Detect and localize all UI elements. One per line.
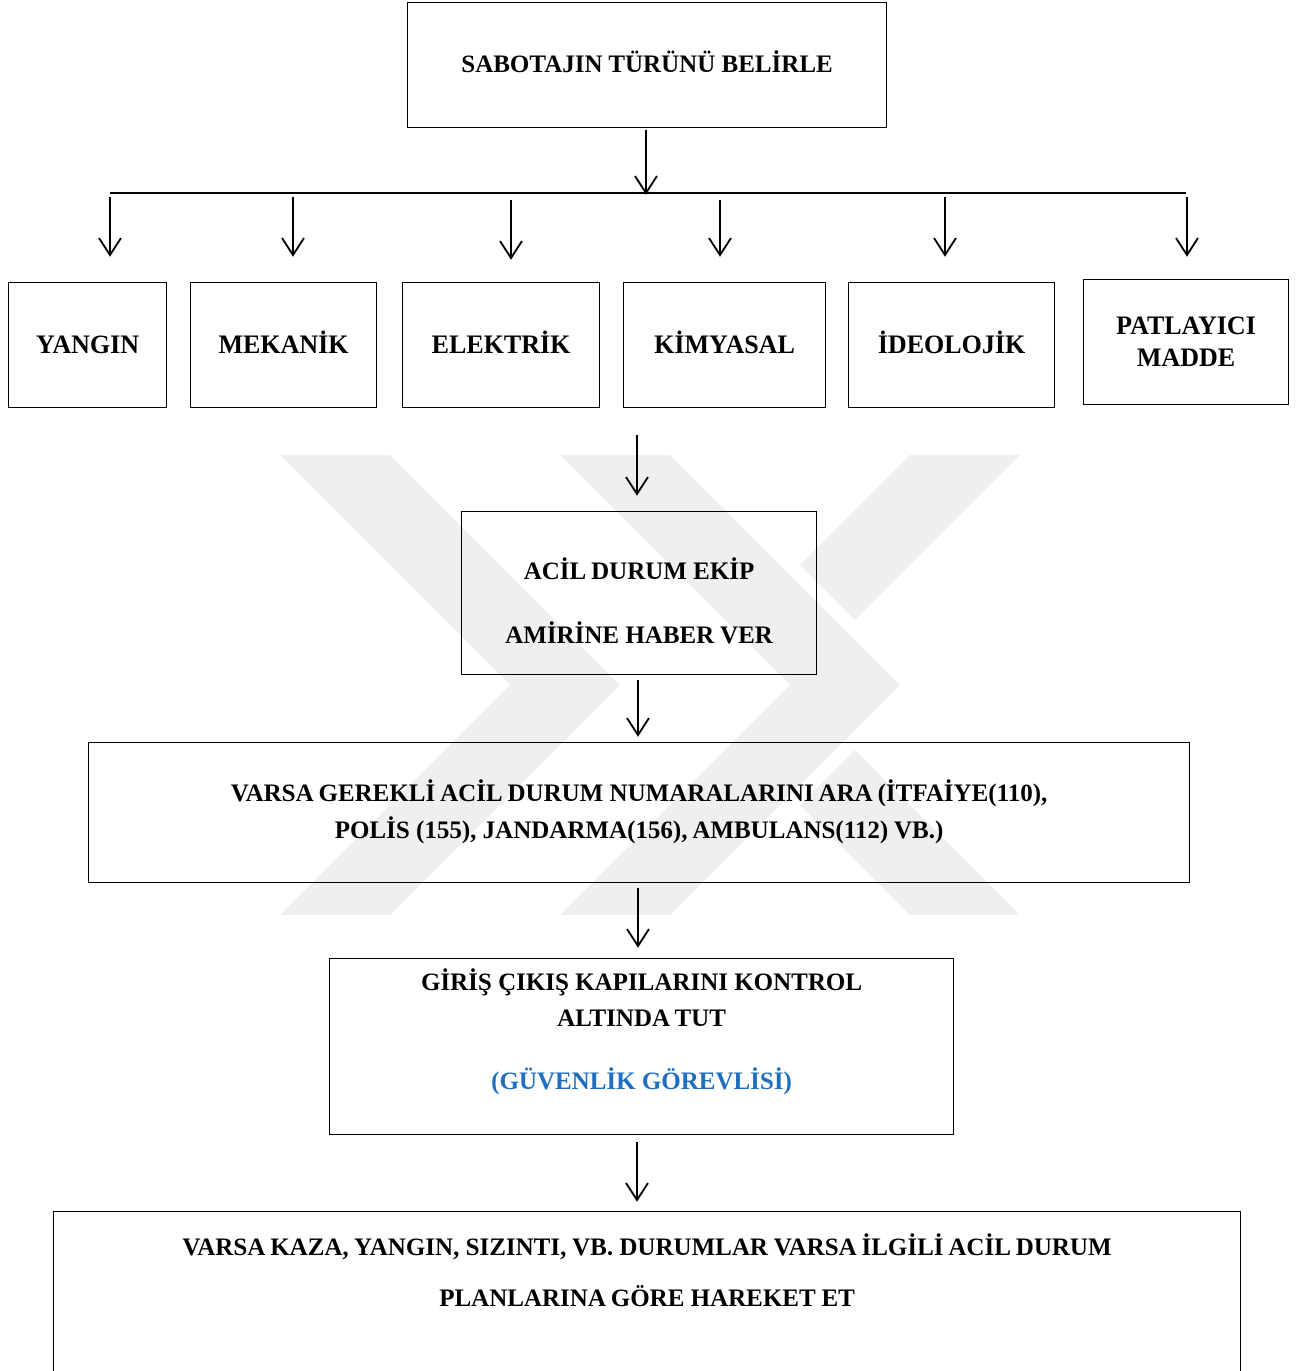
type-box-ideolojik: İDEOLOJİK xyxy=(848,282,1055,408)
type-label-elektrik: ELEKTRİK xyxy=(431,330,571,359)
type-label-patlayici: PATLAYICI xyxy=(1116,310,1256,340)
type-label-yangin: YANGIN xyxy=(35,330,140,359)
final-line-1: VARSA KAZA, YANGIN, SIZINTI, VB. DURUMLA… xyxy=(182,1234,1112,1261)
type-label-kimyasal: KİMYASAL xyxy=(654,330,795,359)
gates-role-label: (GÜVENLİK GÖREVLİSİ) xyxy=(491,1067,792,1095)
start-label: SABOTAJIN TÜRÜNÜ BELİRLE xyxy=(461,51,833,78)
start-box: SABOTAJIN TÜRÜNÜ BELİRLE xyxy=(407,2,887,128)
type-box-elektrik: ELEKTRİK xyxy=(402,282,600,408)
type-box-patlayici-madde: PATLAYICI MADDE xyxy=(1083,279,1289,405)
call-line-1: VARSA GEREKLİ ACİL DURUM NUMARALARINI AR… xyxy=(230,780,1048,808)
type-label-madde: MADDE xyxy=(1136,343,1236,372)
notify-line-1: ACİL DURUM EKİP xyxy=(523,558,755,585)
final-line-2: PLANLARINA GÖRE HAREKET ET xyxy=(439,1285,855,1312)
type-box-mekanik: MEKANİK xyxy=(190,282,377,408)
call-box: VARSA GEREKLİ ACİL DURUM NUMARALARINI AR… xyxy=(88,742,1190,883)
type-label-ideolojik: İDEOLOJİK xyxy=(877,330,1026,359)
final-box: VARSA KAZA, YANGIN, SIZINTI, VB. DURUMLA… xyxy=(53,1211,1241,1371)
notify-line-2: AMİRİNE HABER VER xyxy=(505,622,773,649)
type-box-yangin: YANGIN xyxy=(8,282,167,408)
notify-box: ACİL DURUM EKİP AMİRİNE HABER VER xyxy=(461,511,817,675)
gates-box: GİRİŞ ÇIKIŞ KAPILARINI KONTROL ALTINDA T… xyxy=(329,958,954,1135)
gates-line-1: GİRİŞ ÇIKIŞ KAPILARINI KONTROL xyxy=(420,969,863,996)
type-label-mekanik: MEKANİK xyxy=(218,330,349,359)
type-box-kimyasal: KİMYASAL xyxy=(623,282,826,408)
call-line-2: POLİS (155), JANDARMA(156), AMBULANS(112… xyxy=(334,816,944,844)
gates-line-2: ALTINDA TUT xyxy=(557,1005,726,1033)
